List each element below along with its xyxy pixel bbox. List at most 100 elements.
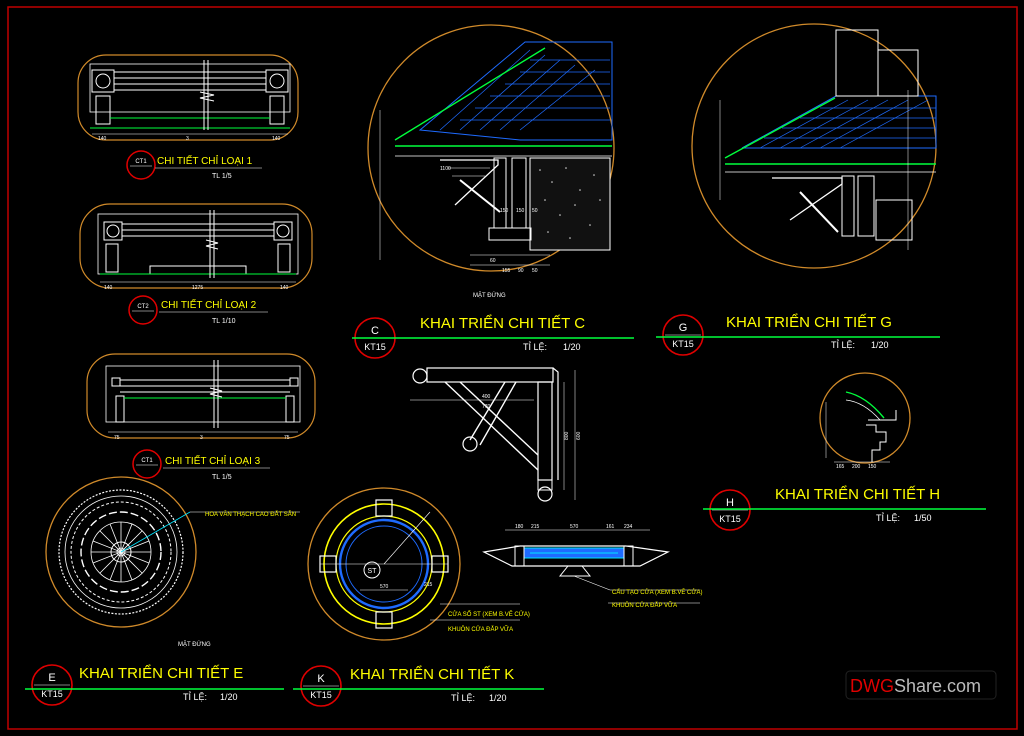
det-c-scale-value: 1/20 [563, 342, 581, 352]
rail2-scale: TL 1/10 [212, 318, 236, 325]
det-h-title: KHAI TRIỂN CHI TIẾT H [775, 485, 940, 503]
watermark: DWGShare.com [845, 670, 997, 700]
det-c-elevation-label: MẶT ĐỨNG [473, 292, 506, 299]
det-k-title: KHAI TRIỂN CHI TIẾT K [350, 665, 514, 683]
det-c-dim-8: 50 [532, 268, 538, 274]
bracket-dim-3: 800 [564, 431, 570, 440]
section-structure-label: CẤU TẠO CỬA (XEM B.VẼ CỬA) [612, 589, 703, 596]
rail3-title: CHI TIẾT CHỈ LOẠI 3 [165, 454, 261, 467]
det-g-bubble [662, 314, 704, 356]
rail2-dim-right: 140 [280, 285, 289, 291]
rail3-dim-left: 75 [114, 435, 120, 441]
rail3-dim-center: 3 [200, 435, 203, 441]
det-e-letter: E [48, 672, 55, 684]
rail2-tag-bubble [128, 295, 158, 325]
detail-e-drawing [45, 476, 300, 628]
det-e-scale-label: TỈ LỆ: [183, 691, 207, 702]
bracket-dim-4: 600 [576, 431, 582, 440]
rail-detail-2: 140 1275 140 [79, 203, 313, 291]
det-c-dim-3: 150 [516, 208, 525, 214]
det-h-letter: H [726, 497, 734, 509]
sheet-frame [7, 6, 1018, 730]
det-h-dim-3: 150 [868, 464, 877, 470]
rail1-tag-bubble [126, 150, 156, 180]
rail2-dim-left: 140 [104, 285, 113, 291]
det-g-letter: G [679, 322, 688, 334]
detail-e-caption: E KT15 KHAI TRIỂN CHI TIẾT E TỈ LỆ: 1/20 [25, 664, 284, 706]
detail-g-drawing [691, 23, 937, 269]
det-k-st-tag: ST [368, 568, 378, 575]
det-c-sheet: KT15 [364, 342, 386, 352]
rail-detail-1: 140 3 140 [77, 54, 299, 142]
det-h-scale-label: TỈ LỆ: [876, 512, 900, 523]
detail-k-caption: K KT15 KHAI TRIỂN CHI TIẾT K TỈ LỆ: 1/20 [293, 665, 544, 707]
section-dim-2: 215 [531, 524, 540, 530]
det-k-scale-label: TỈ LỆ: [451, 692, 475, 703]
det-h-dim-2: 200 [852, 464, 861, 470]
watermark-text: DWGShare.com [850, 676, 981, 696]
rail3-dim-right: 75 [284, 435, 290, 441]
detail-c-caption: C KT15 KHAI TRIỂN CHI TIẾT C TỈ LỆ: 1/20 [352, 314, 634, 359]
det-k-letter: K [317, 673, 325, 685]
det-k-dim-2: 215 [424, 582, 433, 588]
rail-detail-3: 75 3 75 [86, 353, 316, 441]
det-k-bubble [300, 665, 342, 707]
section-dim-3: 570 [570, 524, 579, 530]
det-e-title: KHAI TRIỂN CHI TIẾT E [79, 664, 243, 682]
det-e-sheet: KT15 [41, 689, 63, 699]
rail-detail-1-caption: CT1 CHI TIẾT CHỈ LOẠI 1 TL 1/5 [126, 150, 262, 180]
rail3-tag-bubble [132, 449, 162, 479]
section-dim-5: 234 [624, 524, 633, 530]
detail-h-drawing: 165 200 150 [819, 372, 911, 470]
rail2-tag: CT2 [137, 304, 149, 310]
rail1-tag: CT1 [135, 159, 147, 165]
section-dim-4: 161 [606, 524, 615, 530]
det-c-dim-2: 150 [500, 208, 509, 214]
det-h-dim-1: 165 [836, 464, 845, 470]
rail2-dim-center: 1275 [192, 285, 203, 291]
det-c-dim-7: 90 [518, 268, 524, 274]
rail1-scale: TL 1/5 [212, 173, 232, 180]
det-e-elevation-label: MẶT ĐỨNG [178, 641, 211, 648]
watermark-part-1: DWG [850, 676, 894, 696]
rail1-dim-right: 140 [272, 136, 281, 142]
rail1-title: CHI TIẾT CHỈ LOẠI 1 [157, 154, 253, 167]
det-c-letter: C [371, 325, 379, 337]
window-section: 180 215 570 161 234 [482, 524, 700, 604]
bracket-detail: 400 770 800 600 [410, 367, 582, 502]
detail-c-drawing: 1100 150 150 50 60 155 90 50 [367, 24, 615, 274]
detail-h-caption: H KT15 KHAI TRIỂN CHI TIẾT H TỈ LỆ: 1/50 [703, 485, 986, 531]
det-g-sheet: KT15 [672, 339, 694, 349]
det-c-dim-1: 1100 [440, 166, 451, 172]
det-k-window-label: CỬA SỔ ST (XEM B.VẼ CỬA) [448, 611, 530, 618]
det-k-scale-value: 1/20 [489, 693, 507, 703]
section-dim-1: 180 [515, 524, 524, 530]
det-g-title: KHAI TRIỂN CHI TIẾT G [726, 313, 892, 331]
det-g-scale-label: TỈ LỆ: [831, 339, 855, 350]
watermark-part-2: Share.com [894, 676, 981, 696]
bracket-dim-1: 400 [482, 394, 491, 400]
det-h-sheet: KT15 [719, 514, 741, 524]
det-k-dim-1: 570 [380, 584, 389, 590]
det-h-scale-value: 1/50 [914, 513, 932, 523]
det-e-bubble [31, 664, 73, 706]
rail1-dim-left: 140 [98, 136, 107, 142]
det-k-sheet: KT15 [310, 690, 332, 700]
det-e-scale-value: 1/20 [220, 692, 238, 702]
det-c-title: KHAI TRIỂN CHI TIẾT C [420, 314, 585, 332]
rail-detail-2-caption: CT2 CHI TIẾT CHỈ LOẠI 2 TL 1/10 [128, 295, 268, 325]
det-c-dim-5: 60 [490, 258, 496, 264]
rail1-dim-center: 3 [186, 136, 189, 142]
bracket-dim-2: 770 [482, 404, 491, 410]
rail-detail-3-caption: CT1 CHI TIẾT CHỈ LOẠI 3 TL 1/5 [132, 449, 270, 481]
det-c-scale-label: TỈ LỆ: [523, 341, 547, 352]
section-frame-label: KHUÔN CỬA ĐẮP VỮA [612, 601, 677, 609]
det-h-bubble [709, 489, 751, 531]
rail3-tag: CT1 [141, 458, 153, 464]
rail2-title: CHI TIẾT CHỈ LOẠI 2 [161, 298, 257, 311]
det-k-frame-label: KHUÔN CỬA ĐẮP VỮA [448, 625, 513, 633]
det-g-scale-value: 1/20 [871, 340, 889, 350]
det-c-dim-6: 155 [502, 268, 511, 274]
rail3-scale: TL 1/5 [212, 474, 232, 481]
